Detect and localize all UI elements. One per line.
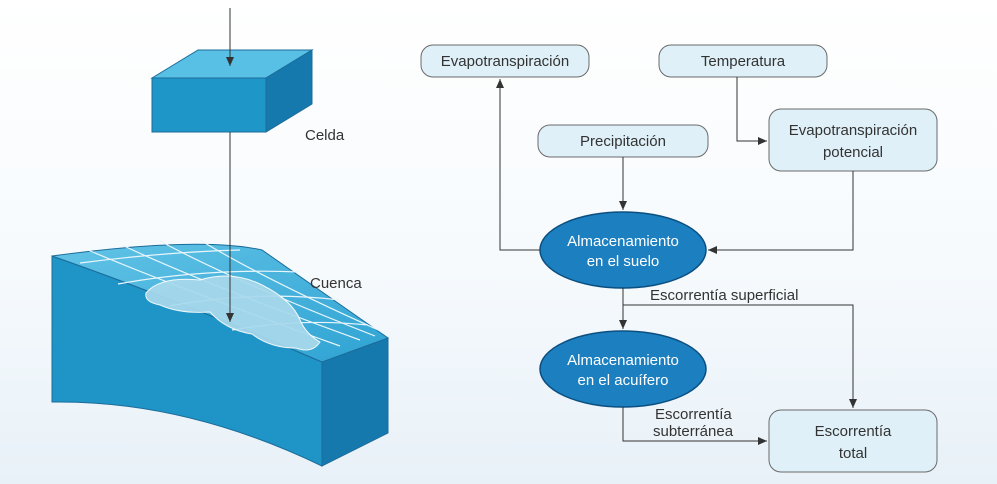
temperature-label: Temperatura <box>701 53 786 70</box>
cell-block <box>150 49 314 133</box>
basin-block <box>51 239 390 467</box>
soil-storage-node: Almacenamiento en el suelo <box>539 211 707 289</box>
soil-storage-line2: en el suelo <box>587 253 660 270</box>
precipitation-label: Precipitación <box>580 133 666 150</box>
total-runoff-line2: total <box>839 445 867 462</box>
groundwater-runoff-arrow <box>622 407 767 445</box>
potential-evapotranspiration-box: Evapotranspiración potencial <box>768 108 938 172</box>
potential-et-line1: Evapotranspiración <box>789 122 917 139</box>
aquifer-storage-line1: Almacenamiento <box>567 352 679 369</box>
temperature-box: Temperatura <box>658 44 828 78</box>
surface-runoff-arrow <box>623 304 857 408</box>
total-runoff-line1: Escorrentía <box>815 423 892 440</box>
evapotranspiration-label: Evapotranspiración <box>441 53 569 70</box>
potential-et-line2: potencial <box>823 144 883 161</box>
groundwater-runoff-line1: Escorrentía <box>655 406 732 423</box>
cell-label: Celda <box>305 127 345 144</box>
soil-to-et-arrow <box>496 79 540 251</box>
aquifer-storage-line2: en el acuífero <box>578 372 669 389</box>
evapotranspiration-box: Evapotranspiración <box>420 44 590 78</box>
pet-to-soil-arrow <box>708 171 854 254</box>
temperature-to-pet-arrow <box>736 77 767 145</box>
basin-label: Cuenca <box>310 275 362 292</box>
precipitation-box: Precipitación <box>537 124 709 158</box>
aquifer-storage-node: Almacenamiento en el acuífero <box>539 330 707 408</box>
surface-runoff-label: Escorrentía superficial <box>650 287 798 304</box>
total-runoff-box: Escorrentía total <box>768 409 938 473</box>
groundwater-runoff-line2: subterránea <box>653 423 734 440</box>
soil-storage-line1: Almacenamiento <box>567 233 679 250</box>
